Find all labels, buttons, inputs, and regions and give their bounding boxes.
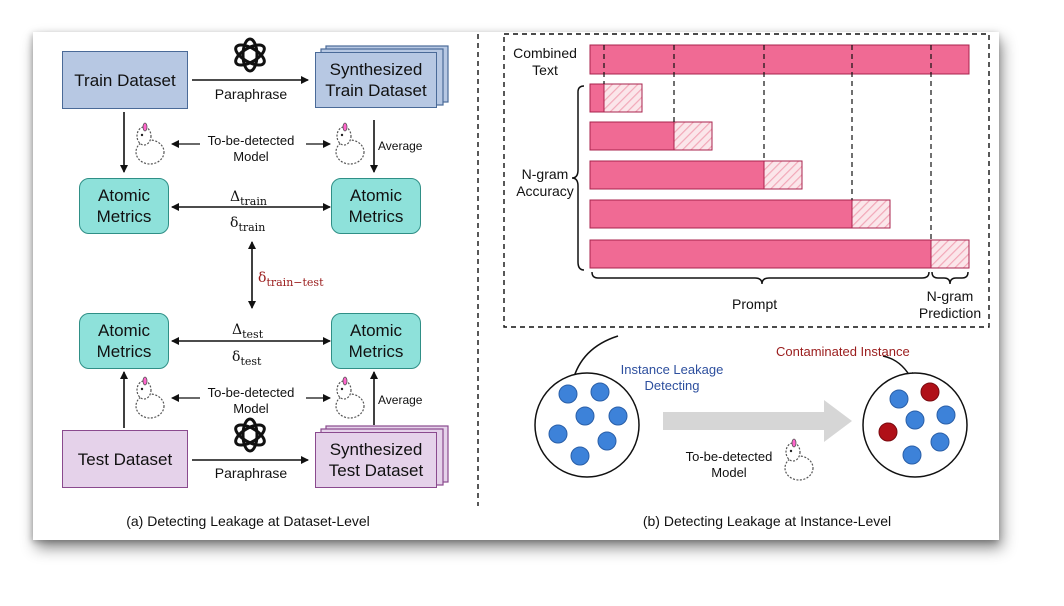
openai-logo-icon-bottom bbox=[234, 417, 266, 453]
paraphrase-label-top: Paraphrase bbox=[214, 86, 288, 102]
contaminated-instance bbox=[920, 382, 940, 402]
ngram-accuracy-brace bbox=[571, 85, 585, 271]
caption-left: (a) Detecting Leakage at Dataset-Level bbox=[126, 513, 370, 529]
synth-train-line1: Synthesized bbox=[329, 60, 423, 79]
average-label-top: Average bbox=[378, 139, 423, 153]
prediction-bar-5 bbox=[930, 239, 970, 269]
test-dataset-label: Test Dataset bbox=[77, 449, 173, 469]
train-dataset-box: Train Dataset bbox=[62, 51, 188, 109]
contaminated-instance bbox=[878, 422, 898, 442]
prediction-bar-3 bbox=[763, 160, 803, 190]
ngram-panel-border bbox=[503, 33, 990, 328]
prediction-bar-1 bbox=[603, 83, 643, 113]
small-delta-test-label: δtest bbox=[232, 349, 262, 368]
average-label-bottom: Average bbox=[378, 393, 423, 407]
delta-train-label: Δtrain bbox=[230, 189, 267, 208]
prompt-bar-4 bbox=[589, 199, 853, 229]
llama-icon bbox=[335, 376, 365, 419]
paraphrase-label-bottom: Paraphrase bbox=[214, 465, 288, 481]
llama-icon bbox=[784, 438, 814, 481]
prompt-bar-2 bbox=[589, 121, 675, 151]
train-dataset-label: Train Dataset bbox=[74, 70, 176, 90]
figure-card bbox=[33, 32, 999, 540]
prediction-bar-2 bbox=[673, 121, 713, 151]
delta-test-label: Δtest bbox=[232, 322, 264, 341]
prompt-bar-3 bbox=[589, 160, 765, 190]
test-dataset-box: Test Dataset bbox=[62, 430, 188, 488]
prediction-brace bbox=[931, 271, 969, 285]
llama-icon bbox=[135, 122, 165, 165]
caption-right: (b) Detecting Leakage at Instance-Level bbox=[642, 513, 892, 529]
small-delta-train-label: δtrain bbox=[230, 215, 266, 234]
delta-train-test-label: δtrain−test bbox=[258, 270, 324, 289]
prompt-brace bbox=[591, 271, 930, 285]
prompt-bar-5 bbox=[589, 239, 932, 269]
openai-logo-icon-top bbox=[234, 37, 266, 73]
process-arrow bbox=[663, 400, 852, 442]
prediction-bar-4 bbox=[851, 199, 891, 229]
contaminated-instance-label: Contaminated Instance bbox=[776, 344, 910, 359]
prompt-bar-1 bbox=[589, 83, 605, 113]
llama-icon bbox=[335, 122, 365, 165]
llama-icon bbox=[135, 376, 165, 419]
prompt-label: Prompt bbox=[732, 296, 778, 312]
combined-text-bar bbox=[589, 44, 970, 75]
synth-train-line2: Train Dataset bbox=[325, 81, 427, 100]
